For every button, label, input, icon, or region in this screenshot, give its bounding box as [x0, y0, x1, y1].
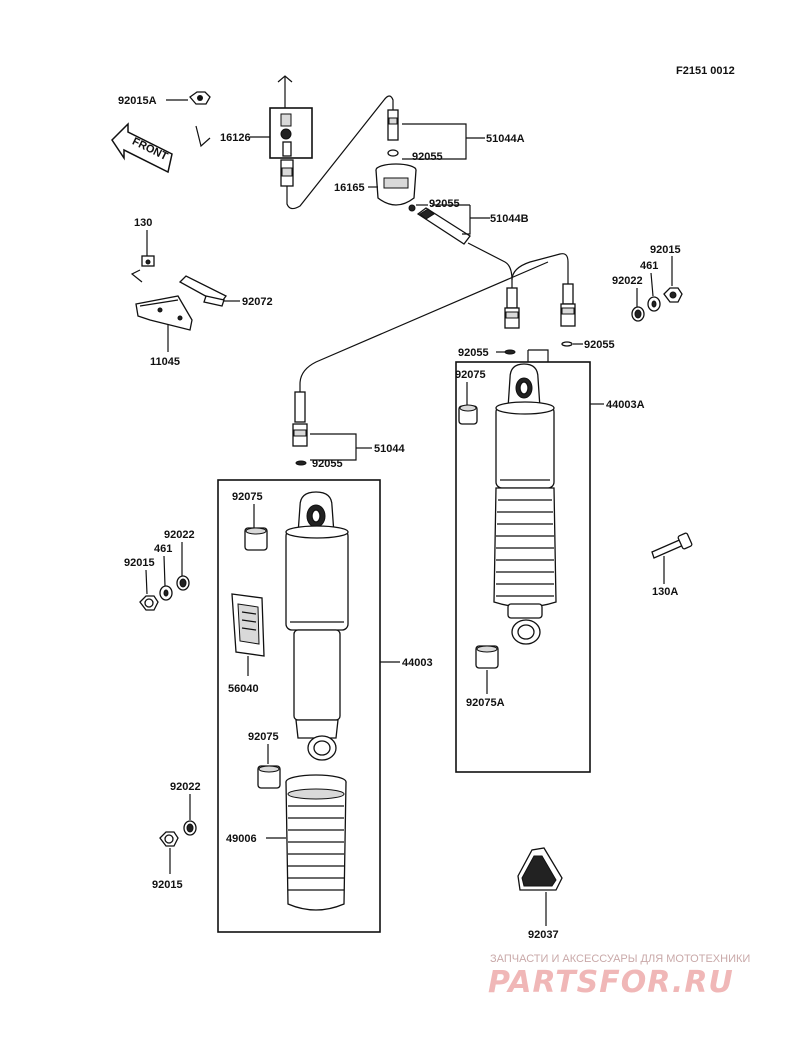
nut-92015-left	[139, 595, 159, 611]
label-16165: 16165	[334, 182, 365, 194]
bushing-92075-lower	[257, 765, 281, 789]
label-56040: 56040	[228, 683, 259, 695]
label-461-l: 461	[154, 543, 172, 555]
label-92022-l2: 92022	[170, 781, 201, 793]
label-92022-l: 92022	[164, 529, 195, 541]
brake-hose-joint-16126	[269, 75, 313, 187]
label-92022-r: 92022	[612, 275, 643, 287]
bolt-130	[141, 255, 155, 267]
label-49006: 49006	[226, 833, 257, 845]
label-92075a: 92075A	[466, 697, 505, 709]
label-130a: 130A	[652, 586, 678, 598]
label-51044: 51044	[374, 443, 405, 455]
front-arrow-icon: FRONT	[111, 122, 173, 174]
label-11045: 11045	[150, 356, 180, 368]
bushing-92075-right	[458, 404, 478, 425]
label-130: 130	[134, 217, 152, 229]
hose-fitting-right-a	[504, 287, 520, 329]
label-92072: 92072	[242, 296, 273, 308]
hose-fitting-51044	[292, 391, 308, 447]
rubber-boot-49006	[285, 774, 347, 911]
washer-461-left	[159, 585, 173, 601]
bolt-130a	[651, 532, 693, 559]
label-92015-l2: 92015	[152, 879, 183, 891]
label-92075-l2: 92075	[248, 731, 279, 743]
shock-44003a-group-box	[455, 361, 591, 773]
label-92055-d: 92055	[584, 339, 615, 351]
washer-92022-left	[176, 575, 190, 591]
hose-fitting-51044b	[416, 207, 471, 245]
label-51044b: 51044B	[490, 213, 529, 225]
label-92055-a: 92055	[412, 151, 443, 163]
bracket-11045	[135, 295, 193, 331]
hose-fitting-right-b	[560, 283, 576, 327]
shock-44003-group-box	[217, 479, 381, 933]
label-92055-e: 92055	[312, 458, 343, 470]
label-92015a: 92015A	[118, 95, 157, 107]
clamp-92072	[178, 275, 227, 307]
watermark-tagline: ЗАПЧАСТИ И АКСЕССУАРЫ ДЛЯ МОТОТЕХНИКИ	[490, 953, 750, 965]
label-51044a: 51044A	[486, 133, 525, 145]
label-461-r: 461	[640, 260, 658, 272]
pad-92037	[517, 847, 563, 891]
label-92015-l: 92015	[124, 557, 155, 569]
shock-absorber-44003	[285, 491, 349, 761]
hose-fitting-51044a	[387, 109, 399, 157]
label-plate-56040	[231, 593, 265, 657]
label-92055-c: 92055	[458, 347, 489, 359]
label-44003a: 44003A	[606, 399, 645, 411]
label-92015-r: 92015	[650, 244, 681, 256]
label-92055-b: 92055	[429, 198, 460, 210]
bushing-92075a	[475, 645, 499, 669]
bushing-92075-left	[244, 527, 268, 551]
nut-92015-right	[663, 287, 683, 303]
watermark-logo: PARTSFOR.RU	[488, 965, 734, 1000]
figure-code: F2151 0012	[676, 65, 735, 77]
label-16126: 16126	[220, 132, 251, 144]
label-92037: 92037	[528, 929, 559, 941]
label-92075-l: 92075	[232, 491, 263, 503]
washer-461-right	[647, 296, 661, 312]
shock-absorber-44003a	[493, 363, 557, 645]
washer-92022-lower	[183, 820, 197, 836]
label-44003: 44003	[402, 657, 433, 669]
reservoir-16165	[375, 163, 417, 206]
nut-92015-lower	[159, 831, 179, 847]
label-92075-r: 92075	[455, 369, 486, 381]
nut-92015a	[189, 91, 211, 105]
washer-92022-right	[631, 306, 645, 322]
